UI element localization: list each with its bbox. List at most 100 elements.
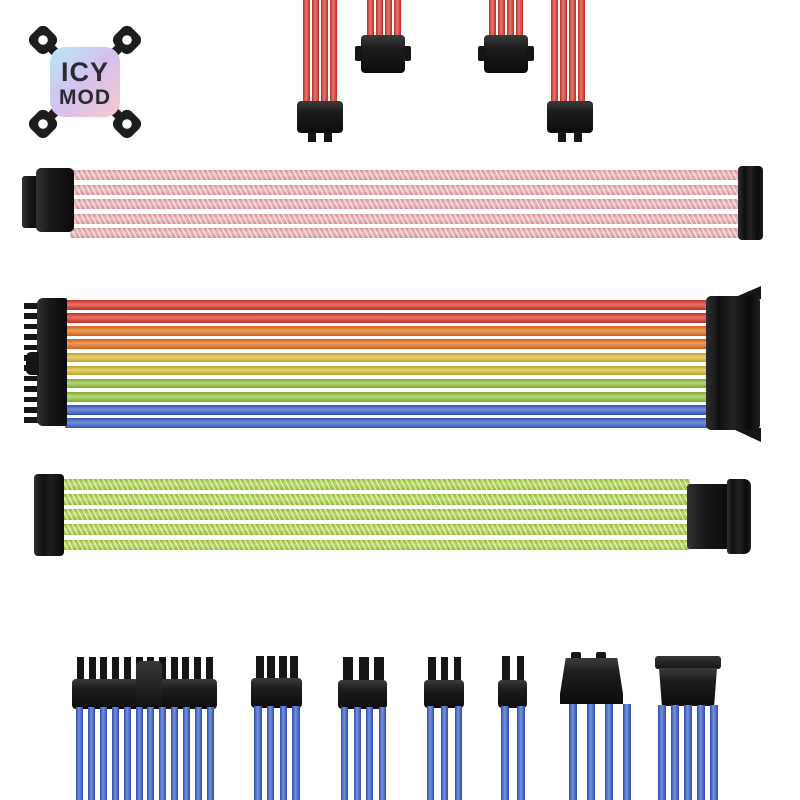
pcie-8pin-connector: [338, 680, 387, 709]
blue-sleeved-cables: [658, 705, 718, 800]
cable-stripe: [111, 707, 119, 800]
cable-stripe: [88, 657, 96, 681]
cable-stripe: [427, 706, 434, 800]
cable-stripe: [374, 657, 384, 682]
cable-stripe: [77, 657, 84, 681]
logo-text-line2: MOD: [59, 86, 111, 109]
cable-stripe: [312, 0, 319, 103]
cable-stripe: [366, 707, 374, 800]
cable-stripe: [65, 418, 710, 428]
cable-stripe: [62, 479, 690, 490]
red-sleeved-cable-strand: [551, 0, 585, 103]
brand-logo: ICY MOD: [23, 20, 147, 144]
pcie-6pin-connector: [424, 680, 464, 708]
cable-stripe: [183, 707, 191, 800]
cable-stripe: [330, 0, 337, 103]
rainbow-24pin-cable: [65, 300, 710, 428]
connector-lip: [655, 656, 721, 669]
cable-stripe: [684, 705, 692, 800]
white-red-sleeved-cable: [70, 170, 740, 238]
sata-power-connector: [560, 658, 623, 704]
atx-24pin-male-connector: [37, 298, 67, 426]
blue-sleeved-cables: [76, 707, 214, 800]
cable-stripe: [24, 375, 39, 382]
cable-stripe: [710, 705, 718, 800]
8pin-male-connector: [297, 101, 343, 142]
cable-stripe: [62, 509, 690, 520]
cable-stripe: [358, 657, 369, 682]
cable-stripe: [489, 0, 496, 37]
blue-sleeved-cables: [569, 704, 631, 800]
cable-stripe: [507, 0, 514, 37]
cable-stripe: [65, 392, 710, 402]
cable-stripe: [65, 300, 710, 310]
cable-stripe: [453, 657, 461, 682]
logo-text-line1: ICY: [61, 57, 109, 87]
cable-stripe: [24, 303, 39, 309]
cable-stripe: [123, 707, 131, 800]
cable-stripe: [428, 657, 436, 682]
8pin-female-connector: [355, 35, 411, 73]
cable-stripe: [65, 378, 710, 389]
cable-stripe: [24, 334, 39, 340]
connector-tab: [571, 652, 581, 660]
cable-stripe: [455, 706, 462, 800]
blue-sleeved-cables: [254, 706, 300, 800]
cable-stripe: [24, 386, 39, 392]
cable-stripe: [353, 707, 361, 800]
cable-stripe: [135, 707, 143, 800]
cable-stripe: [343, 657, 353, 682]
cable-stripe: [70, 199, 740, 209]
cable-stripe: [65, 352, 710, 363]
cable-stripe: [65, 365, 710, 376]
cable-stripe: [112, 657, 120, 681]
cable-stripe: [394, 0, 401, 37]
4pin-connector: [498, 680, 527, 708]
cable-stripe: [321, 0, 328, 103]
cable-stripe: [170, 657, 178, 681]
cable-stripe: [24, 396, 39, 403]
cable-stripe: [99, 707, 107, 800]
cable-stripe: [65, 339, 710, 349]
blue-sleeved-cables: [501, 706, 525, 800]
cable-stripe: [440, 657, 449, 682]
cable-stripe: [100, 657, 108, 681]
connector-plug-step: [22, 176, 40, 228]
cable-stripe: [560, 0, 567, 103]
atx-24pin-female-connector: [706, 296, 760, 430]
cable-stripe: [502, 656, 510, 682]
cable-stripe: [578, 0, 585, 103]
cable-stripe: [623, 704, 631, 800]
cable-stripe: [516, 656, 524, 682]
cable-stripe: [517, 706, 525, 800]
cable-stripe: [182, 657, 190, 681]
logo-plate: [50, 47, 120, 117]
cable-stripe: [289, 656, 298, 681]
connector-cap: [727, 479, 751, 554]
cable-stripe: [279, 706, 288, 800]
cable-stripe: [292, 706, 300, 800]
red-sleeved-cable-strand: [303, 0, 337, 103]
8pin-male-connector: [547, 101, 593, 142]
cable-stripe: [159, 707, 167, 800]
cable-stripe: [498, 0, 505, 37]
cable-stripe: [147, 707, 155, 800]
green-sleeved-cable: [62, 479, 690, 550]
connector-pins: [256, 656, 298, 681]
cable-stripe: [195, 707, 203, 800]
cable-stripe: [254, 706, 262, 800]
eps-8pin-connector: [251, 678, 302, 708]
cable-stripe: [303, 0, 310, 103]
cable-stripe: [24, 323, 39, 330]
cable-stripe: [501, 706, 509, 800]
blue-sleeved-cables: [427, 706, 462, 800]
cable-stripe: [194, 657, 202, 681]
cable-stripe: [341, 707, 348, 800]
cable-stripe: [70, 184, 740, 195]
cable-stripe: [516, 0, 523, 37]
cable-stripe: [378, 707, 386, 800]
red-sleeved-cable-strand: [489, 0, 523, 37]
red-sleeved-cable-strand: [367, 0, 401, 37]
cable-stripe: [62, 524, 690, 535]
cable-stripe: [70, 170, 740, 180]
